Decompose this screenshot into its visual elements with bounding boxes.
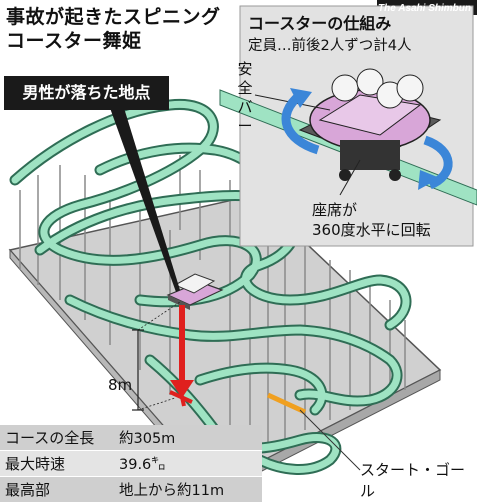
callout-pointer (110, 108, 180, 292)
title-line-1: 事故が起きたスピニング (6, 6, 221, 28)
stat-row-speed: 最大時速 39.6㌔ (0, 451, 262, 477)
rotation-arrow-left (281, 91, 320, 155)
height-label: 8m (108, 376, 133, 394)
stat-value: 約305m (119, 431, 176, 447)
stats-table: コースの全長 約305m 最大時速 39.6㌔ 最高部 地上から約11m (0, 425, 262, 503)
fall-point-callout: 男性が落ちた地点 (4, 76, 169, 110)
title-line-2: コースター舞姫 (6, 30, 142, 52)
rotation-label-line-2: 360度水平に回転 (312, 221, 431, 239)
rotation-label-line-1: 座席が (312, 201, 358, 219)
start-goal-station (266, 392, 307, 415)
rotation-label: 座席が 360度水平に回転 (312, 200, 431, 240)
fall-point-marker (169, 387, 193, 407)
stat-label: コースの全長 (5, 429, 95, 447)
coaster-track (9, 98, 412, 475)
stat-label: 最高部 (5, 481, 51, 499)
coaster-car-large (298, 68, 442, 181)
inset-capacity: 定員…前後2人ずつ計4人 (248, 38, 412, 54)
stat-label: 最大時速 (5, 455, 66, 473)
credit-text: The Asahi Shimbun (378, 3, 471, 14)
stat-row-length: コースの全長 約305m (0, 425, 262, 451)
stat-value: 地上から約11m (119, 483, 225, 499)
stat-value: 39.6㌔ (119, 457, 166, 473)
start-goal-label: スタート・ゴール (360, 461, 466, 500)
inset-title: コースターの仕組み (248, 14, 392, 33)
stat-row-height: 最高部 地上から約11m (0, 477, 262, 503)
rotation-arrow-right (423, 135, 453, 190)
safety-bar-label: 安全バー (237, 60, 253, 135)
